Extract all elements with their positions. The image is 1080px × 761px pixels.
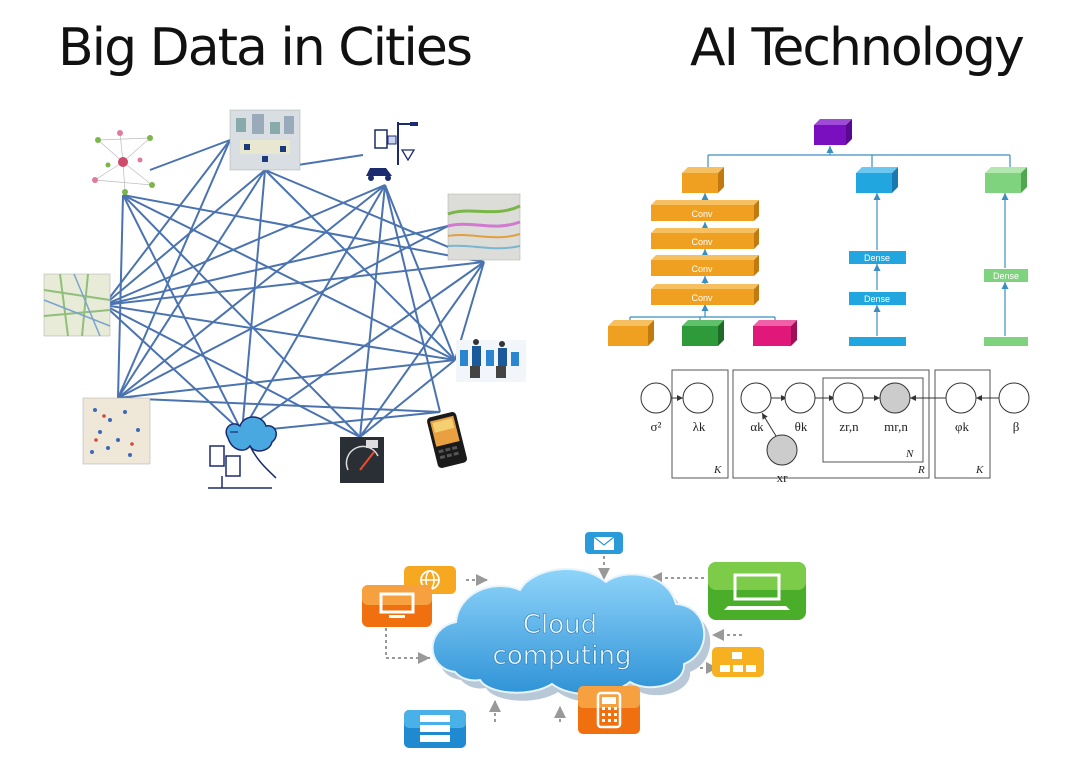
laptop-icon (708, 562, 806, 620)
gps-map-icon (82, 397, 151, 465)
input-block-orange (608, 320, 654, 346)
network-edge (103, 304, 456, 361)
pgm-node-m: mr,n (884, 419, 908, 434)
title-big-data: Big Data in Cities (58, 18, 473, 78)
conv-label-3: Conv (691, 264, 713, 274)
cloud-arrows (385, 556, 742, 722)
network-edge (122, 194, 243, 433)
network-edge (384, 184, 441, 413)
dense-mid-label-1: Dense (864, 253, 890, 263)
people-devices-icon (456, 339, 526, 382)
nn-mid-top-block (856, 167, 898, 193)
nn-top-output (814, 119, 852, 145)
traffic-flow-icon (447, 193, 521, 261)
pgm-node-theta: θk (795, 419, 808, 434)
conv-label-2: Conv (691, 237, 713, 247)
network-edge (359, 184, 386, 438)
network-edge (241, 169, 266, 433)
gauge-meter-icon (340, 437, 384, 483)
dense-mid-label-2: Dense (864, 294, 890, 304)
pgm-node-x: xr (777, 470, 789, 485)
title-ai-technology: AI Technology (690, 18, 1025, 78)
plate-r (732, 369, 930, 479)
network-edge (241, 261, 485, 433)
input-bar-blue (849, 337, 906, 346)
conv-label-1: Conv (691, 209, 713, 219)
pgm-node-sigma: σ² (651, 419, 662, 434)
sitemap-icon (712, 647, 764, 677)
network-edge (103, 184, 386, 306)
input-block-green (682, 320, 724, 346)
network-edge (103, 304, 361, 438)
network-edge (241, 184, 386, 433)
street-map-icon (43, 273, 111, 337)
plate-label-r: R (917, 464, 925, 476)
network-edge (103, 304, 243, 433)
network-edge (149, 139, 231, 171)
conv-label-4: Conv (691, 293, 713, 303)
pgm-node-lambda: λk (693, 419, 706, 434)
network-edge (103, 169, 266, 306)
conv-layer-2: Conv (651, 228, 759, 249)
monitor-icon (362, 585, 432, 627)
network-edge (117, 397, 441, 413)
pgm-node-alpha: αk (750, 419, 764, 434)
network-edge (359, 261, 485, 438)
cloud-text-line1: Cloud (523, 610, 597, 640)
network-edge (103, 139, 231, 306)
network-edges (103, 139, 485, 438)
network-graph-icon (92, 130, 155, 195)
cloud-text-line2: computing (493, 641, 632, 671)
plate-label-k-left: K (713, 464, 722, 476)
network-edge (117, 359, 456, 399)
plate-label-n: N (905, 448, 914, 460)
network-edge (122, 194, 485, 263)
conv-layer-1: Conv (651, 200, 759, 221)
mobile-phone-icon (427, 411, 467, 469)
traffic-sensor-icon (366, 122, 418, 181)
network-edge (122, 194, 361, 438)
weather-station-icon (208, 416, 277, 489)
nn-right-top-block (985, 167, 1027, 193)
mail-icon (585, 532, 623, 554)
network-edge (264, 169, 485, 263)
city-map-icon (229, 109, 301, 171)
pgm-node-beta: β (1013, 419, 1020, 434)
plate-label-k-right: K (975, 464, 984, 476)
network-edge (117, 139, 231, 399)
network-edge (103, 225, 449, 306)
dense-right-label: Dense (993, 271, 1019, 281)
dense-mid-1: Dense (849, 251, 906, 264)
nn-connections (629, 146, 1011, 336)
input-bar-green (984, 337, 1028, 346)
pgm-node-z: zr,n (839, 419, 859, 434)
pgm-diagram: σ² λk αk θk zr,n mr,n φk β xr K R N K (640, 369, 1030, 485)
plate-k-left (671, 369, 729, 479)
network-edge (117, 194, 124, 399)
cloud-shape: Cloud computing (431, 568, 711, 703)
server-icon (404, 710, 466, 748)
conv-layer-4: Conv (651, 284, 759, 305)
plate-k-right (934, 369, 991, 479)
network-edge (264, 169, 456, 361)
plate-n (822, 377, 924, 463)
pgm-node-phi: φk (955, 419, 970, 434)
network-edge (117, 184, 386, 399)
conv-layer-3: Conv (651, 255, 759, 276)
dense-mid-2: Dense (849, 292, 906, 305)
network-edge (122, 194, 456, 361)
network-edge (359, 359, 456, 438)
nn-left-top-block (682, 167, 724, 193)
network-edge (103, 261, 485, 306)
input-block-pink (753, 320, 797, 346)
calculator-icon (578, 686, 640, 734)
network-edge (384, 184, 456, 361)
dense-right: Dense (984, 269, 1028, 282)
